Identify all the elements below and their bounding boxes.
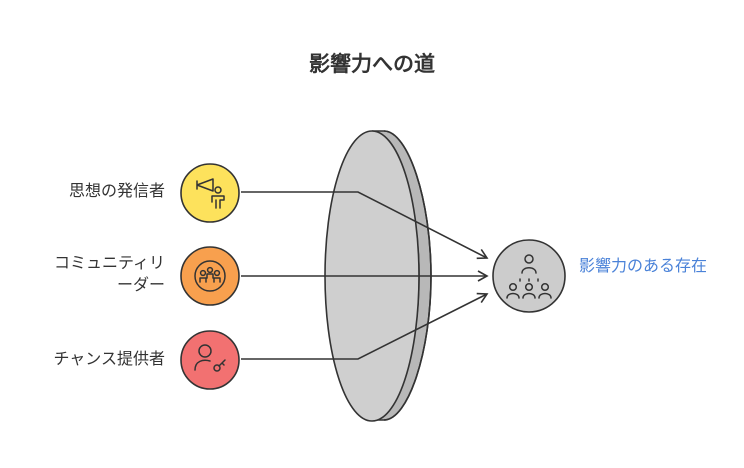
connector-idea-sender	[241, 191, 489, 260]
label-community-leader-line1: コミュニティリ	[53, 253, 165, 272]
person-with-key-icon	[194, 344, 226, 372]
label-community-leader-line2: ーダー	[116, 275, 165, 294]
node-opportunity-provider	[180, 330, 240, 390]
node-influential-presence	[492, 239, 566, 313]
connector-opportunity-provider	[241, 292, 489, 360]
label-community-leader: コミュニティリ ーダー	[20, 252, 165, 296]
megaphone-person-icon	[196, 178, 225, 209]
node-idea-sender	[180, 163, 240, 223]
label-idea-sender: 思想の発信者	[68, 181, 165, 200]
audience-speaker-icon	[506, 254, 552, 299]
node-community-leader	[180, 246, 240, 306]
diagram-title: 影響力への道	[309, 52, 435, 76]
label-influential-presence: 影響力のある存在	[579, 256, 708, 275]
community-group-icon	[194, 260, 226, 292]
label-opportunity-provider: チャンス提供者	[53, 349, 165, 368]
